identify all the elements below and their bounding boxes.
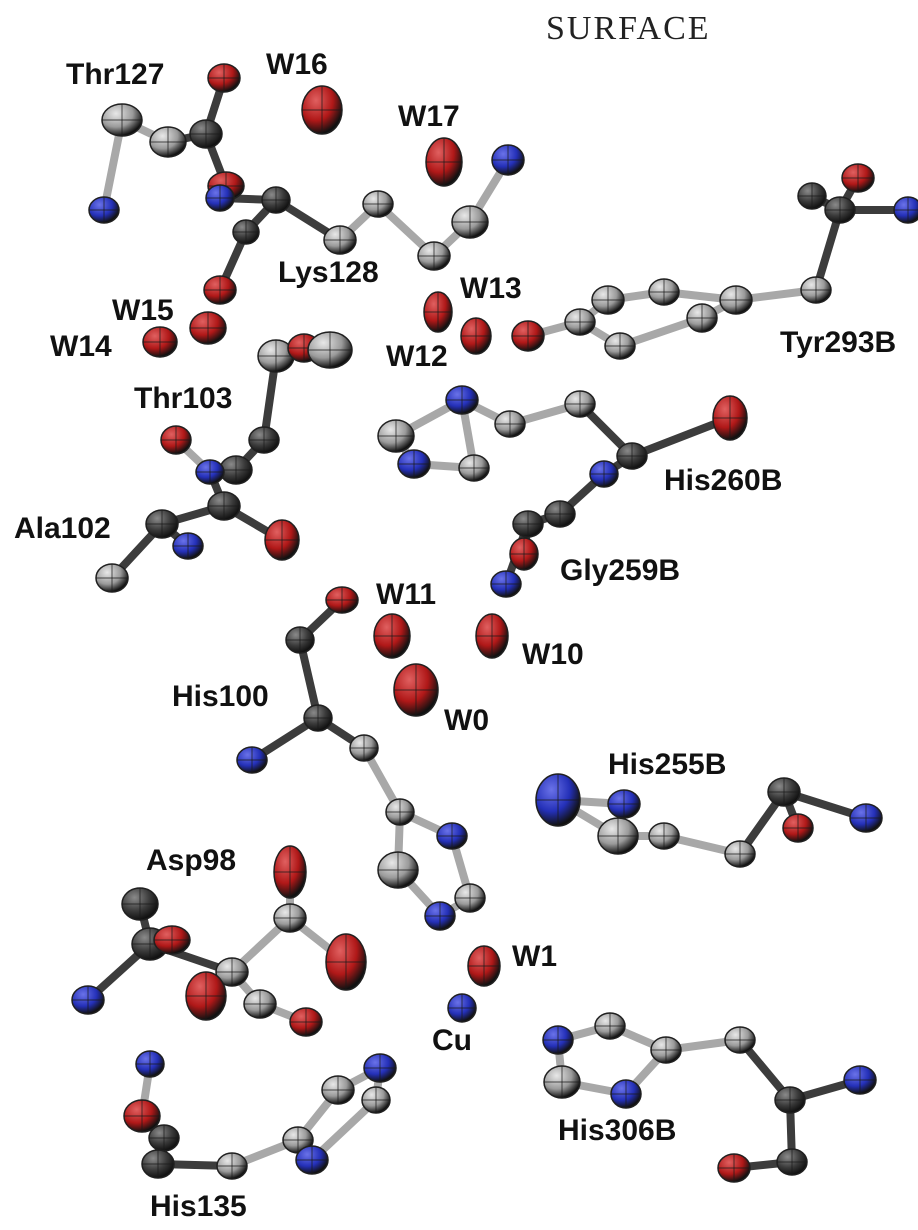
label-tyr293b: Tyr293B	[780, 326, 897, 359]
atom-layer	[71, 63, 918, 1183]
label-lys128: Lys128	[278, 256, 379, 289]
bond	[812, 206, 844, 294]
label-w10: W10	[522, 638, 584, 671]
label-gly259b: Gly259B	[560, 554, 681, 587]
label-ala102: Ala102	[14, 512, 111, 545]
label-w16: W16	[266, 48, 328, 81]
label-his306b: His306B	[558, 1114, 677, 1147]
label-w0: W0	[444, 704, 489, 737]
label-w1: W1	[512, 940, 557, 973]
label-w11: W11	[376, 578, 437, 611]
surface-label: SURFACE	[546, 10, 711, 47]
label-w13: W13	[460, 272, 522, 305]
label-w17: W17	[398, 100, 460, 133]
label-thr103: Thr103	[134, 382, 233, 415]
label-his255b: His255B	[608, 748, 727, 781]
label-w14: W14	[50, 330, 112, 363]
label-thr127: Thr127	[66, 58, 165, 91]
label-his260b: His260B	[664, 464, 783, 497]
label-asp98: Asp98	[146, 844, 237, 877]
label-w12: W12	[386, 340, 448, 373]
label-cu: Cu	[432, 1024, 472, 1057]
label-his100: His100	[172, 680, 269, 713]
label-his135: His135	[150, 1190, 247, 1223]
label-w15: W15	[112, 294, 174, 327]
